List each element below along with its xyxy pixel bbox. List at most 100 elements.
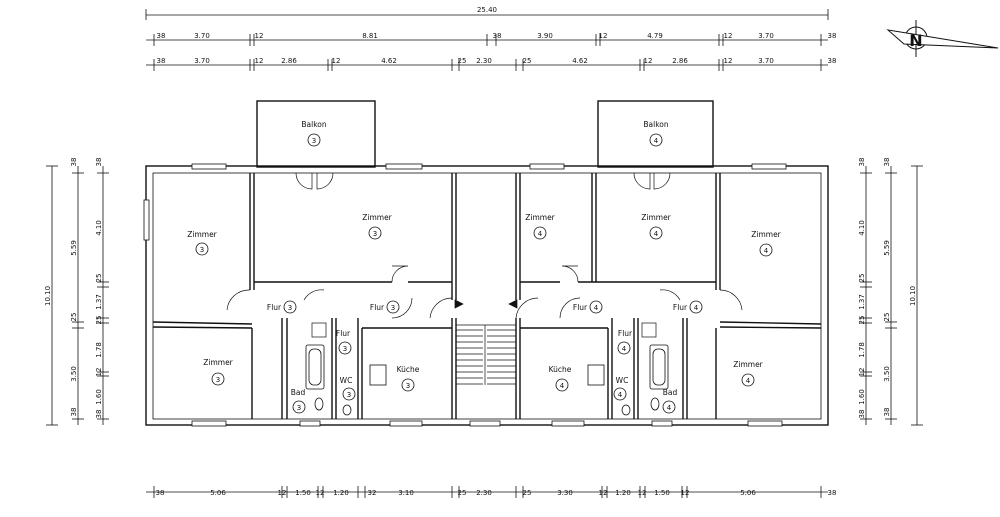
dim-label: 12	[858, 368, 866, 377]
dim-label: 1.60	[858, 389, 866, 405]
dim-label: 4.79	[647, 32, 663, 40]
dim-label: 38	[157, 32, 166, 40]
dim-label: 38	[70, 408, 78, 417]
dim-label: 38	[828, 57, 837, 65]
dim-label: 38	[70, 158, 78, 167]
dim-label: 38	[858, 410, 866, 419]
room-label-flur: Flur	[673, 303, 688, 312]
windows	[143, 163, 787, 427]
room-label-zimmer: Zimmer	[187, 230, 217, 239]
dim-label: 1.37	[95, 294, 103, 310]
dim-label: 2.30	[476, 489, 492, 497]
dim-label: 4.10	[858, 220, 866, 236]
dim-label: 25	[883, 313, 891, 322]
dim-label: 25	[70, 313, 78, 322]
dim-label: 3.70	[194, 32, 210, 40]
unit-number: 4	[594, 304, 599, 312]
dim-label: 38	[493, 32, 502, 40]
dim-label: 1.78	[95, 342, 103, 358]
unit-number: 4	[746, 377, 751, 385]
dim-label: 12	[644, 57, 653, 65]
unit-number: 3	[200, 246, 204, 254]
dim-label: 1.50	[295, 489, 311, 497]
dim-label: 38	[156, 489, 165, 497]
dim-label: 25	[95, 274, 103, 283]
room-label-balkon: Balkon	[301, 120, 326, 129]
dim-row1: 38 3.70 12 8.81 38 3.90 12 4.79 12 3.70 …	[157, 32, 837, 40]
dim-label: 1.50	[654, 489, 670, 497]
dim-overall: 25.40	[477, 6, 497, 14]
dim-row2: 38 3.70 12 2.86 12 4.62 25 2.30 25 4.62 …	[157, 57, 837, 65]
dim-label: 1.37	[858, 294, 866, 310]
rooms-unit-4: Balkon 4 Zimmer 4 Zimmer 4 Zimmer 4 Flur…	[525, 120, 782, 414]
dim-label: 12	[638, 489, 647, 497]
dim-right-labels: 10.10 38 5.59 25 3.50 38 38 4.10 25 1.37…	[858, 158, 917, 419]
dim-label: 12	[724, 32, 733, 40]
unit-number: 3	[391, 304, 395, 312]
dim-label: 2.86	[281, 57, 297, 65]
dim-label: 8.81	[362, 32, 378, 40]
dim-bottom-row: 38 5.06 12 1.50 12 1.20 32 3.10 25 2.30 …	[156, 489, 837, 497]
dim-label: 25	[858, 316, 866, 325]
room-label-kueche: Küche	[397, 365, 420, 374]
dim-label: 38	[858, 158, 866, 167]
room-label-flur: Flur	[267, 303, 282, 312]
dim-label: 10.10	[909, 286, 917, 306]
dim-label: 25	[858, 274, 866, 283]
room-label-bad: Bad	[291, 388, 306, 397]
dim-label: 12	[316, 489, 325, 497]
room-label-flur: Flur	[573, 303, 588, 312]
dim-label: 12	[255, 57, 264, 65]
unit-number: 4	[560, 382, 565, 390]
unit-number: 3	[312, 137, 316, 145]
unit-number: 3	[347, 391, 351, 399]
room-label-zimmer: Zimmer	[362, 213, 392, 222]
dim-label: 38	[883, 158, 891, 167]
dim-label: 3.90	[537, 32, 553, 40]
unit-number: 3	[288, 304, 292, 312]
unit-number: 3	[373, 230, 377, 238]
dim-label: 1.78	[858, 342, 866, 358]
unit-number: 3	[406, 382, 410, 390]
dim-label: 3.70	[758, 32, 774, 40]
building-walls	[145, 100, 829, 426]
room-label-flur: Flur	[618, 329, 633, 338]
dim-label: 1.20	[615, 489, 631, 497]
dim-label: 38	[95, 410, 103, 419]
dim-label: 38	[95, 158, 103, 167]
dim-left-labels: 10.10 38 5.59 25 3.50 38 38 4.10 25 1.37…	[44, 158, 103, 419]
dim-label: 1.20	[333, 489, 349, 497]
right-dimensions	[860, 165, 923, 426]
dim-label: 38	[883, 408, 891, 417]
dim-label: 12	[95, 368, 103, 377]
dim-label: 25	[458, 489, 467, 497]
room-label-kueche: Küche	[549, 365, 572, 374]
room-label-zimmer: Zimmer	[203, 358, 233, 367]
dim-label: 3.10	[398, 489, 414, 497]
dim-label: 12	[724, 57, 733, 65]
dim-label: 12	[278, 489, 287, 497]
unit-number: 3	[297, 404, 301, 412]
heater-icon	[311, 322, 657, 338]
dim-label: 5.06	[210, 489, 226, 497]
unit-number: 4	[618, 391, 623, 399]
dim-label: 10.10	[44, 286, 52, 306]
unit-number: 4	[667, 404, 672, 412]
dim-label: 25	[523, 489, 532, 497]
unit-number: 4	[694, 304, 699, 312]
room-label-flur: Flur	[370, 303, 385, 312]
top-dim-ticks	[153, 34, 822, 71]
room-label-balkon: Balkon	[643, 120, 668, 129]
dim-label: 38	[828, 489, 837, 497]
unit-number: 4	[622, 345, 627, 353]
dim-label: 1.60	[95, 389, 103, 405]
north-arrow-icon: N	[886, 20, 999, 57]
room-label-zimmer: Zimmer	[751, 230, 781, 239]
dim-label: 25	[523, 57, 532, 65]
dim-label: 12	[681, 489, 690, 497]
left-dimensions	[46, 165, 109, 426]
dim-label: 38	[157, 57, 166, 65]
dim-label: 12	[599, 32, 608, 40]
room-label-zimmer: Zimmer	[525, 213, 555, 222]
